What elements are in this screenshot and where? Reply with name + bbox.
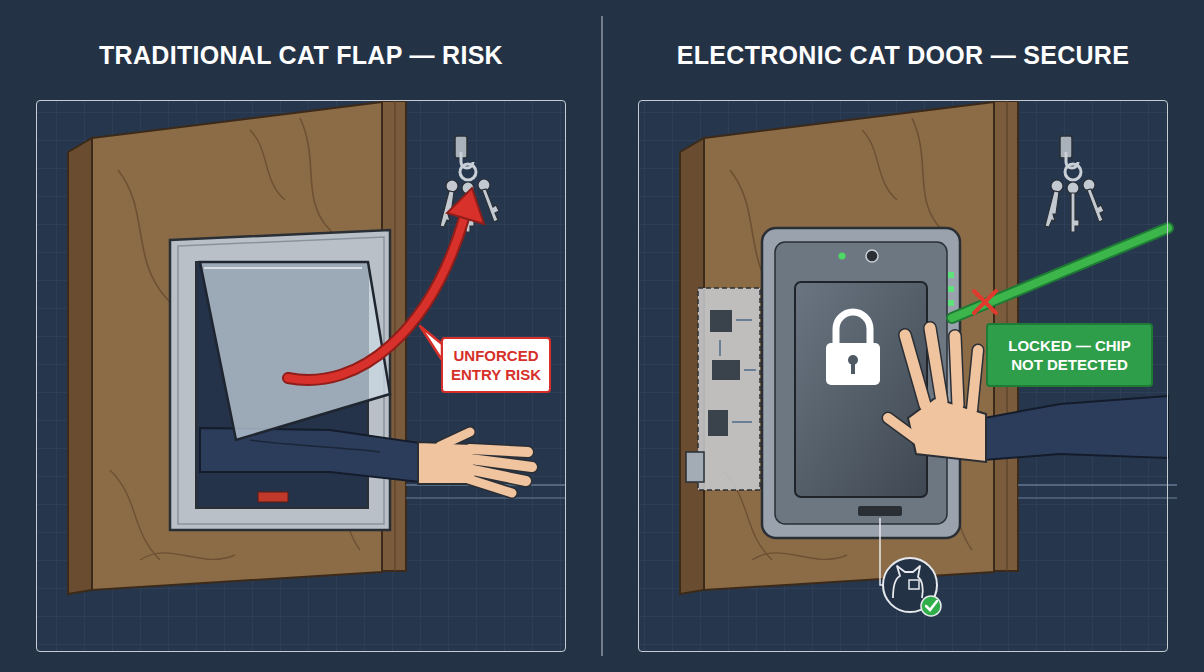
padlock-icon — [826, 343, 880, 385]
flap-highlight — [204, 267, 362, 269]
padlock-icon — [836, 312, 870, 345]
panel-heading: TRADITIONAL CAT FLAP — RISK — [17, 41, 585, 70]
flap-latch — [258, 492, 288, 502]
wooden-door — [68, 101, 565, 594]
panel-heading: ELECTRONIC CAT DOOR — SECURE — [619, 41, 1187, 70]
lock-bolt — [686, 452, 704, 482]
electronic-cat-door — [762, 228, 960, 538]
panel-background — [37, 101, 565, 651]
divider-line — [601, 16, 603, 656]
hanging-keys — [440, 136, 499, 232]
access-beam — [952, 228, 1168, 318]
callout-pointer — [420, 326, 442, 360]
leader-line — [880, 518, 883, 585]
callout-text: UNFORCED ENTRY RISK — [451, 346, 541, 384]
denied-cross — [974, 291, 996, 313]
microchip-cat-icon — [883, 558, 941, 616]
warning-callout: UNFORCED ENTRY RISK — [441, 337, 551, 393]
cat-flap — [170, 230, 390, 530]
pressing-hand — [888, 328, 1168, 462]
access-beam — [952, 228, 1168, 318]
reaching-arm — [200, 428, 532, 493]
status-callout: LOCKED — CHIP NOT DETECTED — [986, 323, 1153, 387]
wooden-door — [680, 101, 1177, 594]
hanging-keys — [1045, 136, 1104, 232]
open-flap — [200, 262, 390, 440]
callout-text: LOCKED — CHIP NOT DETECTED — [996, 336, 1143, 374]
comparison-panel: TRADITIONAL CAT FLAP — RISKUNFORCED ENTR… — [36, 100, 566, 652]
comparison-panel: ELECTRONIC CAT DOOR — SECURELOCKED — CHI… — [638, 100, 1168, 652]
grid-background — [37, 101, 565, 651]
